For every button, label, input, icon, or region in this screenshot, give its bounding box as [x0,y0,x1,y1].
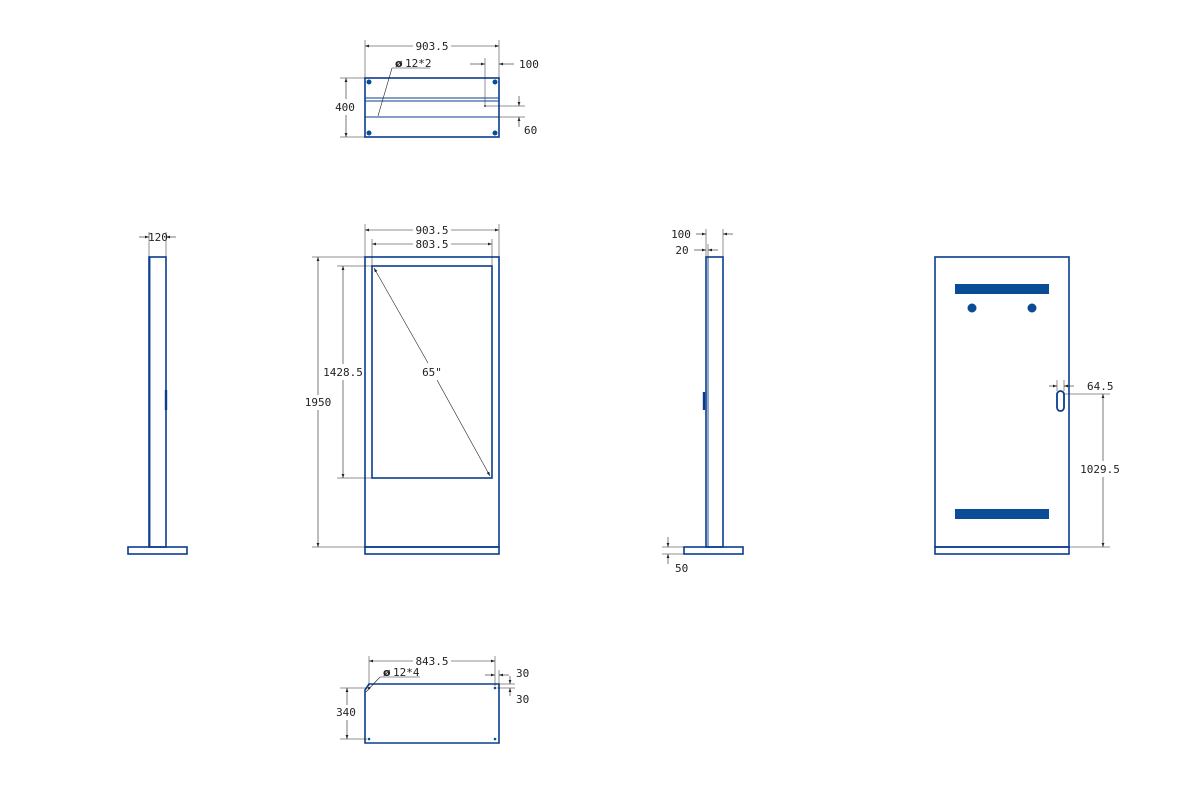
top-offset-bottom-label: 60 [524,124,537,137]
top-depth-label: 400 [335,101,355,114]
base-hole [493,737,497,741]
top-offset-right-label: 100 [519,58,539,71]
rear-vent-bottom [955,509,1049,519]
left-side-base [127,546,188,555]
base-hole-note: 12*4 [393,666,420,679]
base-height-label: 50 [675,562,688,575]
right-side-view: 100 20 50 [662,228,744,575]
front-base [364,546,500,555]
screen-width-label: 803.5 [415,238,448,251]
left-side-column [148,256,167,548]
base-plate-outline [364,683,500,744]
base-hole [367,737,371,741]
rear-mount-hole [1027,303,1037,313]
diagonal-label: 65" [422,366,442,379]
mount-hole [492,130,498,136]
rear-mount-hole [967,303,977,313]
rear-lock-icon [1056,390,1065,412]
base-hole-diameter-symbol: ø [383,666,391,679]
mount-hole [366,130,372,136]
front-screen [371,265,493,479]
rear-view: 64.5 1029.5 [934,256,1120,555]
left-thickness-label: 120 [148,231,168,244]
top-view-outline [364,77,500,138]
top-width-label: 903.5 [415,40,448,53]
mount-hole [366,79,372,85]
front-cabinet [364,256,500,548]
mount-hole [492,79,498,85]
rear-cabinet [934,256,1070,548]
right-offset-a-label: 100 [671,228,691,241]
left-side-view: 120 [127,231,188,555]
lock-height-label: 1029.5 [1080,463,1120,476]
right-side-base [683,546,744,555]
screen-height-label: 1428.5 [323,366,363,379]
base-width-label: 843.5 [415,655,448,668]
base-plate-view: 843.5 340 ø 12*4 30 30 [336,655,529,744]
base-hole [367,686,371,690]
rear-base [934,546,1070,555]
hole-diameter-symbol: ø [395,57,403,70]
top-view: 903.5 400 ø 12*2 100 60 [335,40,539,138]
base-offset-bottom-label: 30 [516,693,529,706]
rear-vent-top [955,284,1049,294]
base-offset-right-label: 30 [516,667,529,680]
base-depth-label: 340 [336,706,356,719]
front-view: 65" 903.5 803.5 1950 1428.5 [305,224,500,555]
lock-offset-label: 64.5 [1087,380,1114,393]
right-offset-b-label: 20 [675,244,688,257]
front-width-label: 903.5 [415,224,448,237]
base-hole [493,686,497,690]
total-height-label: 1950 [305,396,332,409]
right-side-column [705,256,724,548]
top-hole-note: 12*2 [405,57,432,70]
